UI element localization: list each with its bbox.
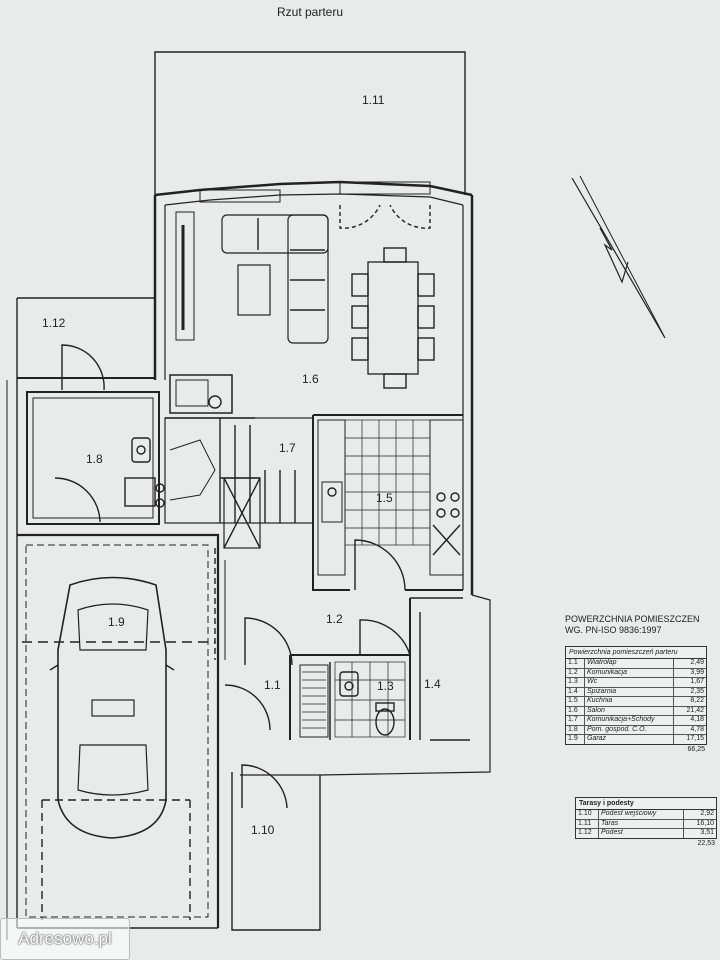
row-name: Salon [585,706,674,715]
row-id: 1.12 [576,829,599,838]
terrace-table-caption: Tarasy i podesty [576,798,716,810]
room-label-1-9: 1.9 [108,615,125,629]
area-table-heading-1: POWERZCHNIA POMIESZCZEN [565,614,700,624]
row-area: 8,22 [690,697,704,704]
row-id: 1.1 [566,659,585,668]
room-label-1-3: 1.3 [377,679,394,693]
row-area: 21,42 [686,706,704,714]
row-id: 1.9 [566,735,585,744]
area-table-caption: Powierzchnia pomieszczeń parteru [566,647,706,659]
row-area: 17,15 [686,735,704,742]
row-area: 4,78 [690,725,704,733]
row-id: 1.5 [566,697,585,706]
row-id: 1.3 [566,678,585,687]
row-name: Komunikacja+Schody [585,716,674,725]
row-name: Garaż [585,735,674,744]
area-table: POWERZCHNIA POMIESZCZEN WG. PN-ISO 9836:… [565,614,715,754]
area-table-total: 66,25 [687,745,705,753]
row-area: 3,99 [690,668,704,676]
row-id: 1.6 [566,706,585,715]
room-label-1-2: 1.2 [326,612,343,626]
terrace-table-total: 22,53 [697,839,715,847]
room-label-1-11: 1.11 [362,93,385,107]
row-area: 2,92 [700,810,714,817]
watermark-logo: Adresowo.pl [0,918,130,960]
row-id: 1.4 [566,687,585,696]
row-name: Pom. gospod. C.O. [585,725,674,734]
row-area: 4,18 [690,716,704,723]
row-id: 1.11 [576,819,599,828]
room-label-1-10: 1.10 [251,823,275,837]
row-name: Spiżarnia [585,687,674,696]
row-name: Kuchnia [585,697,674,706]
row-area: 2,49 [690,659,704,666]
row-area: 1,67 [690,678,704,685]
row-name: Podest wejściowy [599,810,684,819]
row-id: 1.8 [566,725,585,734]
row-name: Podest [599,829,684,838]
row-area: 3,51 [700,829,714,836]
room-label-1-12: 1.12 [42,316,66,330]
row-name: Wc [585,678,674,687]
plan-title: Rzut parteru [277,5,343,19]
room-label-1-1: 1.1 [264,678,281,692]
room-label-1-4: 1.4 [424,677,441,691]
area-table-heading-2: WG. PN-ISO 9836:1997 [565,625,662,635]
room-label-1-6: 1.6 [302,372,319,386]
room-label-1-5: 1.5 [376,491,393,505]
row-id: 1.7 [566,716,585,725]
row-name: Komunikacja [585,668,674,677]
room-label-1-8: 1.8 [86,452,103,466]
row-area: 16,10 [696,819,714,827]
row-area: 2,35 [690,687,704,695]
row-name: Taras [599,819,684,828]
row-id: 1.2 [566,668,585,677]
room-label-1-7: 1.7 [279,441,296,455]
row-name: Wiatrołap [585,659,674,668]
row-id: 1.10 [576,810,599,819]
